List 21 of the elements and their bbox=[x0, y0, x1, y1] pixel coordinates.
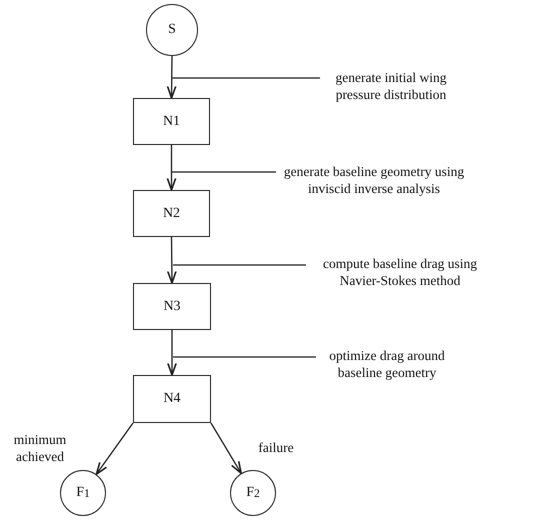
arrow bbox=[96, 422, 134, 476]
process-box: N1 bbox=[133, 98, 210, 145]
arrow bbox=[166, 237, 177, 284]
step-description: generate baseline geometry using inviscid inverse analysis bbox=[276, 163, 472, 197]
arrow bbox=[166, 145, 176, 191]
state-circle: S bbox=[146, 4, 198, 56]
step-description: optimize drag around baseline geometry bbox=[316, 347, 458, 381]
leader-line bbox=[173, 264, 306, 266]
leader-line bbox=[172, 77, 320, 79]
process-box: N4 bbox=[133, 375, 211, 423]
process-box: N2 bbox=[133, 190, 210, 237]
leader-line bbox=[173, 356, 316, 358]
step-description: compute baseline drag using Navier-Stokes method bbox=[306, 255, 494, 289]
arrow bbox=[167, 330, 177, 376]
arrow bbox=[210, 422, 242, 474]
arrow bbox=[166, 56, 177, 99]
edge-label: failure bbox=[257, 439, 295, 456]
leader-line bbox=[172, 171, 276, 173]
step-description: generate initial wing pressure distribution bbox=[320, 69, 462, 103]
edge-label: minimum achieved bbox=[12, 431, 68, 465]
process-box: N3 bbox=[133, 283, 211, 330]
